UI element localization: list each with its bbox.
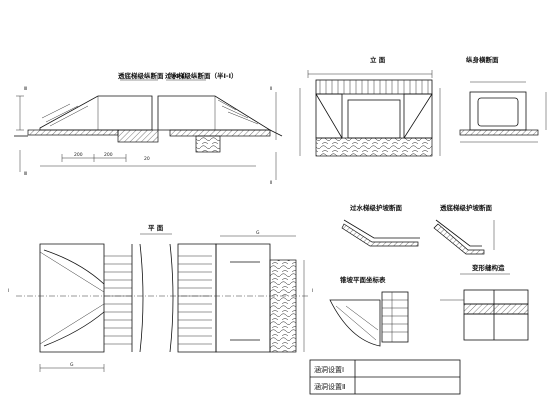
plan-dim-g-bottom: G [70, 362, 74, 368]
mark-i-right: Ⅰ [312, 288, 313, 294]
title-block-row1: 涵洞设置Ⅰ [314, 365, 344, 374]
longitudinal-section-group: 透底梯级纵断面（半Ⅰ-Ⅰ） 过水梯级纵断面（半Ⅰ-Ⅰ） Ⅲ Ⅲ Ⅱ Ⅱ [14, 71, 283, 186]
elevation-title: 立 面 [370, 55, 386, 64]
section-a-base-block [117, 129, 159, 143]
plan-culvert-right-ticks [178, 255, 212, 345]
section-b-riprap [195, 135, 221, 153]
section-b-foundation [169, 129, 271, 137]
section-a-title: 透底梯级纵断面（半Ⅰ-Ⅰ） [118, 71, 191, 80]
section-b-slope [157, 95, 272, 131]
box-culvert-inner [477, 97, 519, 127]
elevation-group: 立 面 [299, 55, 441, 157]
section-b-title: 过水梯级纵断面（半Ⅰ-Ⅰ） [165, 71, 238, 80]
coord-table [381, 291, 409, 343]
side-section-group: 纵身横断面 [459, 55, 547, 143]
section-a-slope [39, 95, 153, 131]
joint-fill [463, 303, 529, 315]
title-block: 涵洞设置Ⅰ 涵洞设置Ⅱ [309, 359, 461, 395]
mark-ii-right: Ⅱ [270, 86, 272, 92]
mark-iii-top: Ⅲ [24, 86, 27, 92]
side-section-title: 纵身横断面 [466, 55, 499, 64]
joint-top-layer [463, 289, 529, 305]
mark-i-left: Ⅰ [8, 288, 9, 294]
plan-culvert-left-ticks [104, 255, 132, 345]
section-a-foundation [27, 129, 119, 136]
elevation-footing [315, 137, 433, 157]
flat-detail-group: 锥坡平面坐标表 [329, 275, 409, 347]
box-culvert-base [459, 129, 539, 136]
dim-200-b: 200 [104, 152, 113, 158]
plan-riprap [269, 259, 297, 353]
protect-a-lining [341, 223, 419, 247]
shape-detail-group: 变形缝构造 [440, 263, 529, 341]
dim-20: 20 [144, 156, 150, 162]
plan-group: 平 面 [8, 224, 313, 372]
flat-detail-title: 锥坡平面坐标表 [340, 275, 386, 284]
title-block-row2: 涵洞设置Ⅱ [314, 382, 345, 391]
elevation-opening [347, 99, 401, 139]
elevation-cap-ticks [319, 80, 429, 94]
plan-dim-g-top: G [256, 230, 260, 236]
protect-b-lining [433, 223, 485, 255]
dim-200-a: 200 [74, 152, 83, 158]
mark-ii-right-bottom: Ⅱ [270, 180, 272, 186]
plan-left-wing [39, 243, 105, 353]
mark-iii-bottom: Ⅲ [24, 171, 27, 177]
shape-detail-title: 变形缝构造 [472, 263, 505, 272]
protect-b-title: 透底梯级护坡断面 [440, 203, 493, 212]
plan-title: 平 面 [148, 224, 164, 232]
protect-a-title: 过水梯级护坡断面 [350, 203, 403, 212]
plan-right-wing [215, 243, 271, 353]
cone-slope-plan [329, 299, 381, 347]
protection-sections-group: 过水梯级护坡断面 透底梯级护坡断面 [341, 203, 495, 255]
